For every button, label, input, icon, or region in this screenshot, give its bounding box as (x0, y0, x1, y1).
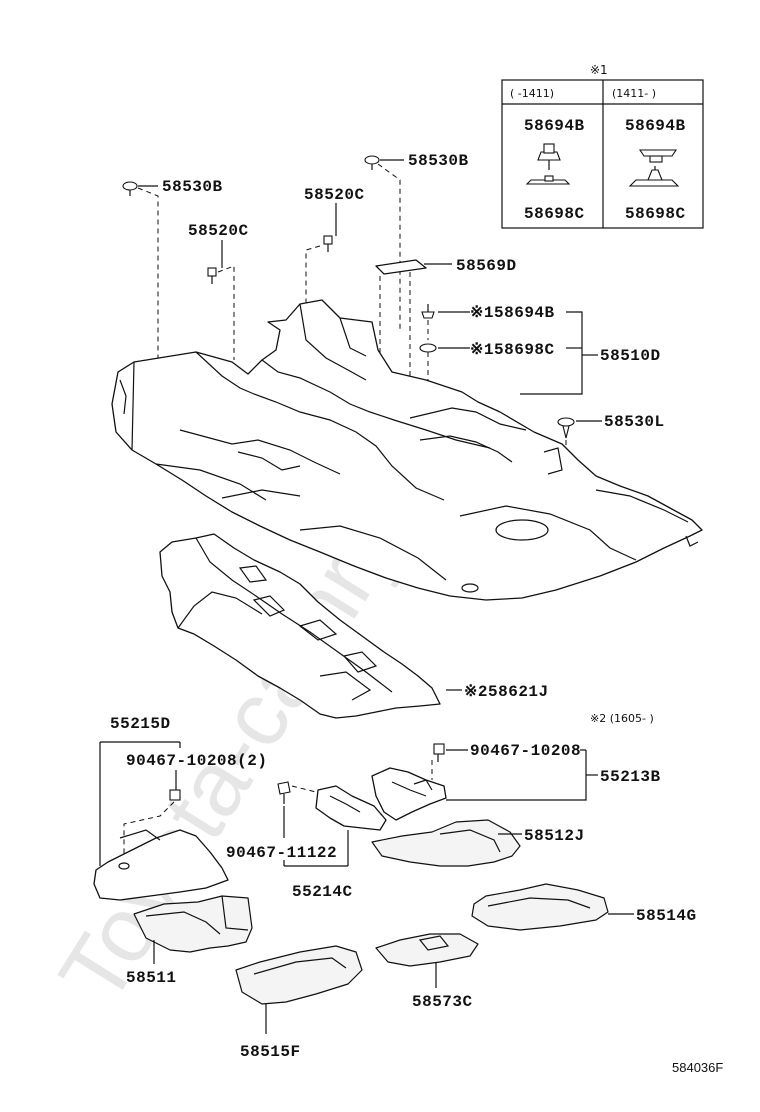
note2-text: ※2 (1605- ) (590, 712, 654, 725)
fastener-58530L (557, 417, 575, 439)
note1-right-top-label: 58694B (625, 117, 686, 135)
fastener-58520C-upper (323, 235, 333, 252)
label-55215D: 55215D (110, 715, 171, 733)
label-58520C-upper: 58520C (304, 186, 365, 204)
label-90467-10208: 90467-10208 (470, 742, 581, 760)
label-58515F: 58515F (240, 1043, 301, 1061)
note1-left-header: ( -1411) (510, 87, 554, 100)
fastener-58530B-left (122, 181, 138, 196)
note1-mark: ※1 (590, 63, 608, 77)
part-55213B-bracket (371, 767, 447, 821)
part-55214C-bracket (315, 785, 387, 831)
label-55214C: 55214C (292, 883, 353, 901)
part-58621J-silencer (159, 533, 441, 719)
bolt-90467-10208-left (169, 789, 181, 801)
label-55213B: 55213B (600, 768, 661, 786)
clip-58694B-old (537, 143, 561, 170)
label-58573C: 58573C (412, 993, 473, 1011)
label-58530L: 58530L (604, 413, 665, 431)
label-58530B-left: 58530B (162, 178, 223, 196)
label-58530B-right: 58530B (408, 152, 469, 170)
label-58512J: 58512J (524, 827, 585, 845)
label-90467-10208-2: 90467-10208(2) (126, 752, 267, 770)
label-58698C: ※158698C (470, 341, 555, 359)
part-58573C (375, 933, 479, 967)
part-58514G (471, 883, 609, 931)
note1-left-top-label: 58694B (524, 117, 585, 135)
clip-58698C (419, 343, 437, 353)
part-55215D-bracket (93, 829, 229, 901)
note1-table: ( -1411) (1411- ) 58694B 58698C 58694B 5… (501, 79, 704, 229)
part-58510D-floor-carpet (111, 299, 703, 601)
label-58511: 58511 (126, 969, 177, 987)
label-58520C-lower: 58520C (188, 222, 249, 240)
label-58510D: 58510D (600, 347, 661, 365)
clip-58698C-new (628, 166, 680, 187)
label-58569D: 58569D (456, 257, 517, 275)
clip-58694B (421, 304, 435, 319)
note1-right-bottom-label: 58698C (625, 205, 686, 223)
part-58511 (133, 895, 253, 953)
label-58621J: ※258621J (464, 683, 549, 701)
note1-right-header: (1411- ) (612, 87, 656, 100)
figure-code: 584036F (672, 1060, 723, 1075)
note1-left-bottom-label: 58698C (524, 205, 585, 223)
clip-58694B-new (638, 149, 678, 163)
part-58515F (235, 945, 363, 1005)
clip-58698C-old (525, 175, 571, 185)
label-58694B: ※158694B (470, 304, 555, 322)
label-58514G: 58514G (636, 907, 697, 925)
fastener-58530B-right (364, 155, 380, 170)
bolt-90467-11122 (277, 781, 291, 804)
fastener-58520C-lower (207, 267, 217, 284)
bolt-90467-10208-right (433, 743, 445, 762)
part-58569D (375, 259, 427, 275)
label-90467-11122: 90467-11122 (226, 844, 337, 862)
part-58512J (371, 819, 521, 867)
